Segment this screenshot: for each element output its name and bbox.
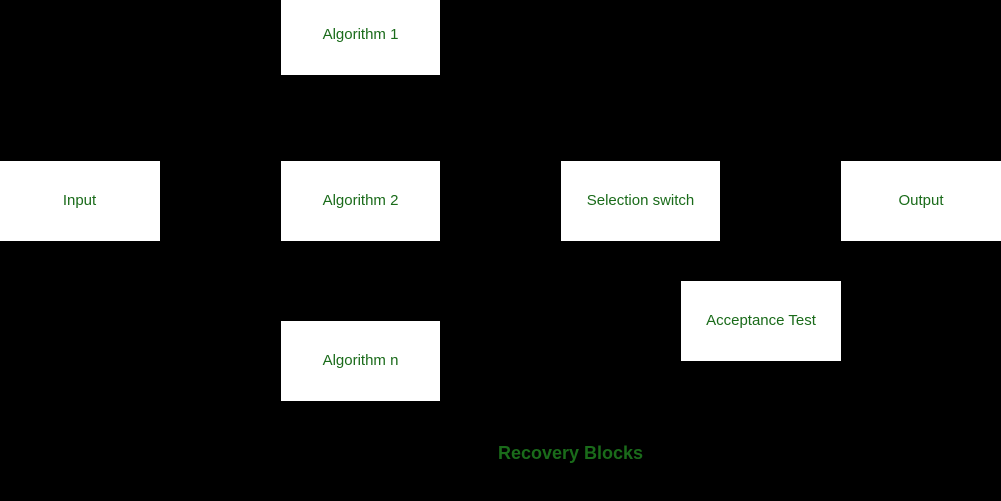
node-algorithm-n-label: Algorithm n — [322, 352, 399, 369]
node-acceptance-test[interactable]: Acceptance Test — [681, 281, 841, 361]
node-selection-switch-label: Selection switch — [586, 192, 695, 209]
diagram-caption: Recovery Blocks — [497, 443, 644, 463]
node-algorithm-n[interactable]: Algorithm n — [281, 321, 440, 401]
node-output-label: Output — [898, 192, 944, 209]
node-algorithm-1[interactable]: Algorithm 1 — [281, 0, 440, 75]
node-algorithm-2[interactable]: Algorithm 2 — [281, 161, 440, 241]
node-algorithm-2-label: Algorithm 2 — [322, 192, 399, 209]
node-selection-switch[interactable]: Selection switch — [561, 161, 720, 241]
node-algorithm-1-label: Algorithm 1 — [322, 26, 399, 43]
node-input[interactable]: Input — [0, 161, 160, 241]
node-acceptance-test-label: Acceptance Test — [706, 312, 816, 329]
node-output[interactable]: Output — [841, 161, 1001, 241]
node-input-label: Input — [62, 192, 97, 209]
